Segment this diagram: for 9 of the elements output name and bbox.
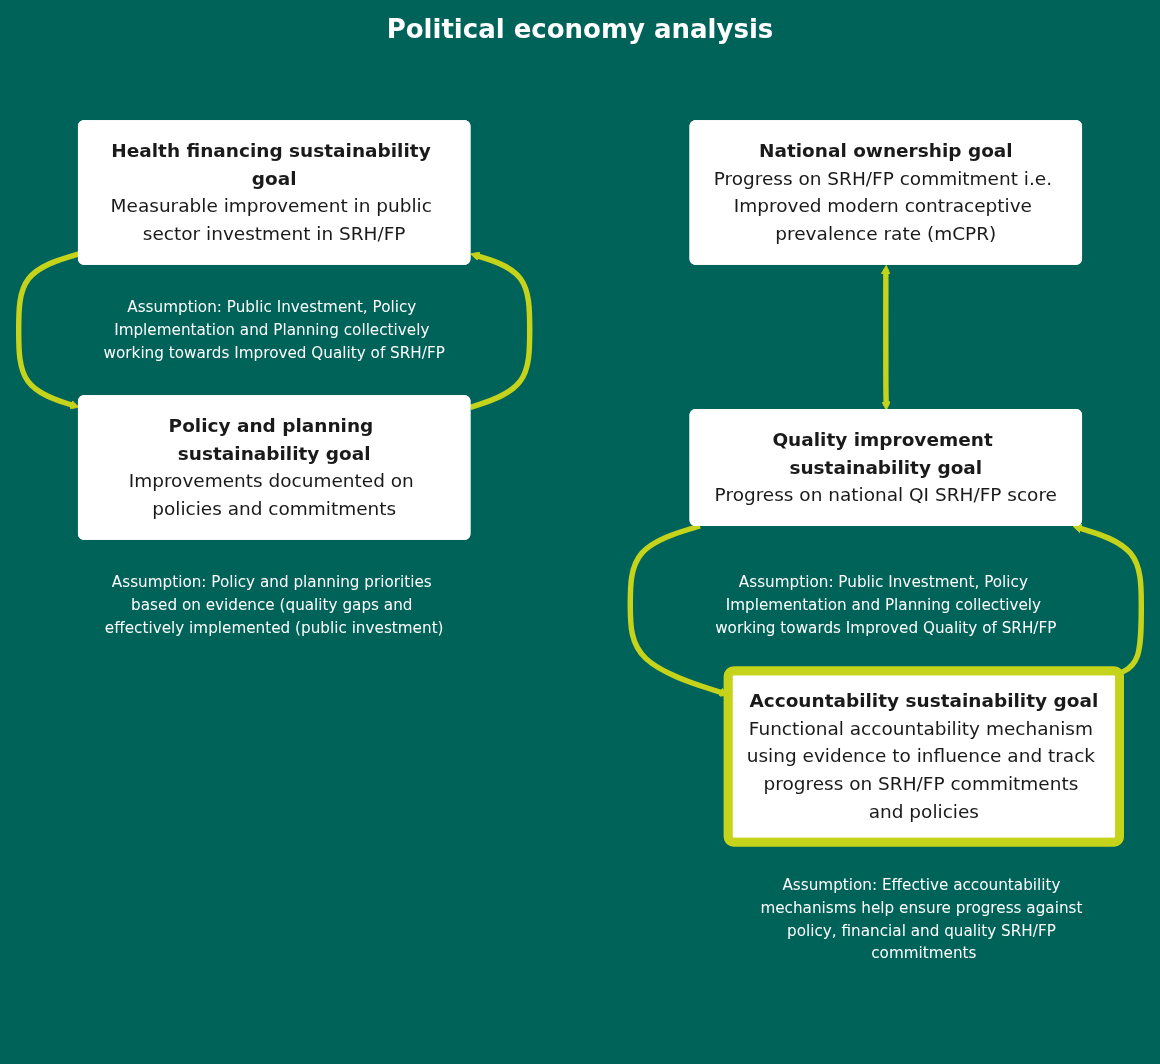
node-label: Assumption: Effective accountability mechanisms help ensure progress against policy, financial and quality SRH/FP commitments bbox=[760, 875, 1083, 962]
node-label: Assumption: Public Investment, Policy Implementation and Planning collectively working towards Improved Quality of SRH/FP bbox=[103, 297, 445, 361]
arrow bbox=[15, 251, 80, 410]
center-label: Political economy analysis bbox=[386, 14, 774, 44]
arrow bbox=[469, 251, 533, 410]
node-label: Assumption: Public Investment, Policy Implementation and Planning collectively working towards Improved Quality of SRH/FP bbox=[715, 573, 1057, 637]
arrow bbox=[880, 264, 891, 411]
arrow bbox=[1072, 523, 1144, 677]
node-label: Assumption: Policy and planning priorities based on evidence (quality gaps and effectively implemented (public investment) bbox=[104, 573, 444, 637]
